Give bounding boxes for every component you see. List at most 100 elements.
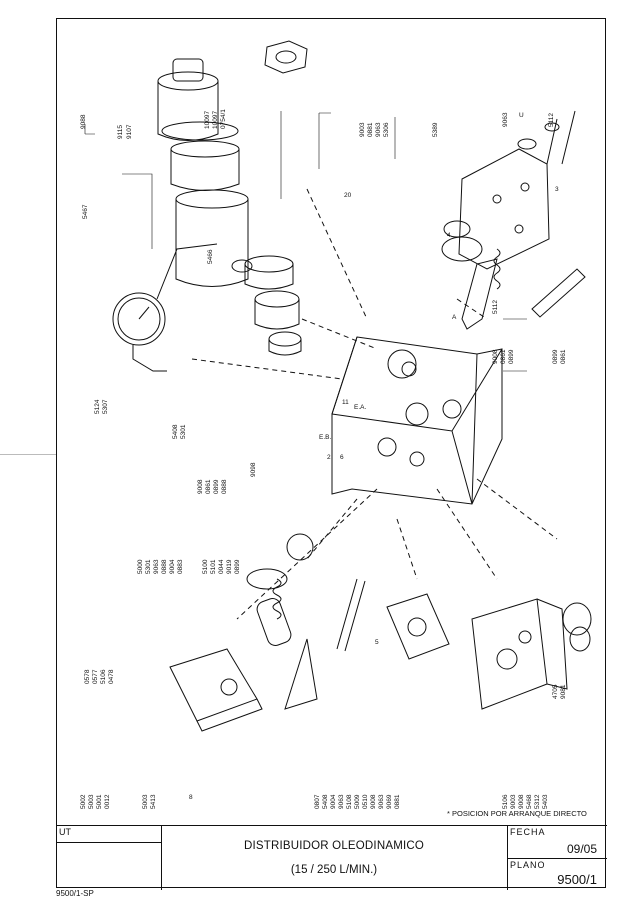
footnote-direct-start: * POSICION POR ARRANQUE DIRECTO [447,809,587,818]
callout-ea: E.A. [354,404,366,411]
callout-5124: 5124 [94,399,101,414]
ut-label: UT [59,827,71,837]
callout-0888b: 0888 [161,559,168,574]
callout-9081: 9081 [560,684,567,699]
lower-right-block [471,598,568,710]
bolt-long [531,268,586,318]
ut-cell: UT [57,826,162,890]
callout-0478: 0478 [108,669,115,684]
callout-9003: 9003 [359,122,366,137]
callout-5003: 5003 [88,794,95,809]
callout-4: 4 [447,232,451,239]
callout-5467: 5467 [82,204,89,219]
exploded-diagram-svg: 9088 9115 9107 10097 10097 0754/1 5467 5… [80,40,592,809]
callout-0888: 0888 [221,479,228,494]
callout-0883: 0883 [177,559,184,574]
callout-9098: 9098 [250,462,257,477]
callout-4705: 4705 [552,684,559,699]
fitting-stack [244,255,302,356]
drawing-title: DISTRIBUIDOR OLEODINAMICO [243,840,425,852]
callout-5109: 5009 [354,794,361,809]
callout-9115: 9115 [117,125,124,139]
footer-code: 9500/1-SP [56,889,94,898]
callout-5389: 5389 [432,122,439,137]
callout-5: 5 [375,639,379,646]
callout-0578: 0578 [84,669,91,684]
plano-label: PLANO [510,860,546,870]
cylinder-assembly [157,58,253,287]
callout-5306: 5306 [383,122,390,137]
callout-5408b: 5408 [322,794,329,809]
callout-5300: 5000 [137,559,144,574]
bolts-upper-right [546,110,576,165]
callout-0899c: 0899 [213,479,220,494]
callout-2: 2 [327,454,331,461]
callout-10097b: 10097 [212,111,219,129]
lever-handle [156,243,218,300]
callout-9088: 9088 [80,114,87,129]
callout-0577: 0577 [92,669,99,684]
title-cell: DISTRIBUIDOR OLEODINAMICO (15 / 250 L/MI… [161,826,508,890]
callout-5001: 5001 [96,794,103,809]
callout-0861b: 0861 [560,349,567,364]
callout-5301: 5301 [180,424,187,439]
callout-5468: 5468 [526,794,533,809]
callout-10097: 10097 [204,111,211,129]
callout-5002: 5002 [80,794,87,809]
callout-5408: 5408 [172,424,179,439]
callout-9063b: 9063 [502,112,509,127]
callout-9008b: 9008 [197,479,204,494]
callout-20: 20 [344,192,352,199]
date-plan-cell: FECHA 09/05 PLANO 9500/1 [507,826,607,890]
callout-5301b: 5301 [145,559,152,574]
callout-9069: 9069 [386,794,393,809]
callout-9107: 9107 [126,124,133,139]
drawing-subtitle: (15 / 250 L/MIN.) [290,864,378,876]
plano-value: 9500/1 [557,872,597,887]
callout-0044: 0044 [218,559,225,574]
callout-5112b: 5112 [492,300,499,314]
top-right-plate [458,148,550,270]
callout-u: U [519,112,524,119]
callout-0899: 0899 [508,349,515,364]
middle-flange [386,593,450,660]
callout-3: 3 [555,186,559,193]
callout-0089: 0899 [234,559,241,574]
callout-5307: 5307 [102,399,109,414]
title-block: UT DISTRIBUIDOR OLEODINAMICO (15 / 250 L… [57,825,607,890]
rod [336,578,366,652]
callout-9004: 9004 [169,559,176,574]
callout-9063e: 9063 [378,794,385,809]
callout-5003b: 5003 [142,794,149,809]
callout-9008d: 9008 [518,794,525,809]
callout-0899b: 0899 [552,349,559,364]
callout-5106: 5106 [100,669,107,684]
callout-9003b: 9003 [510,794,517,809]
callout-0807: 0807 [314,794,321,809]
callout-0881: 0881 [367,122,374,137]
callout-0861c: 0861 [205,479,212,494]
callout-0861: 0861 [500,349,507,364]
spring-top [493,248,501,290]
drawing-sheet: 9088 9115 9107 10097 10097 0754/1 5467 5… [56,18,607,890]
exploded-diagram: 9088 9115 9107 10097 10097 0754/1 5467 5… [57,19,607,825]
callout-9063c: 9063 [153,559,160,574]
fecha-label: FECHA [510,827,546,837]
callout-9008: 9008 [492,349,499,364]
callout-5403: 5403 [542,794,549,809]
callout-5413: 5413 [150,794,157,809]
main-valve-block [331,336,503,505]
callout-0881b: 0881 [394,794,401,809]
callout-8: 8 [189,794,193,801]
dashed-guides [191,188,558,620]
callout-5106b: 5106 [502,794,509,809]
callout-5466: 5466 [207,249,214,264]
margin-line [0,454,56,455]
callout-6: 6 [340,454,344,461]
pressure-gauge [112,292,166,346]
large-fitting [562,602,592,636]
callout-a: A [452,314,457,321]
callout-9063d: 9063 [338,794,345,809]
callout-5112: 5112 [548,113,555,127]
callout-0012: 0012 [104,794,111,809]
